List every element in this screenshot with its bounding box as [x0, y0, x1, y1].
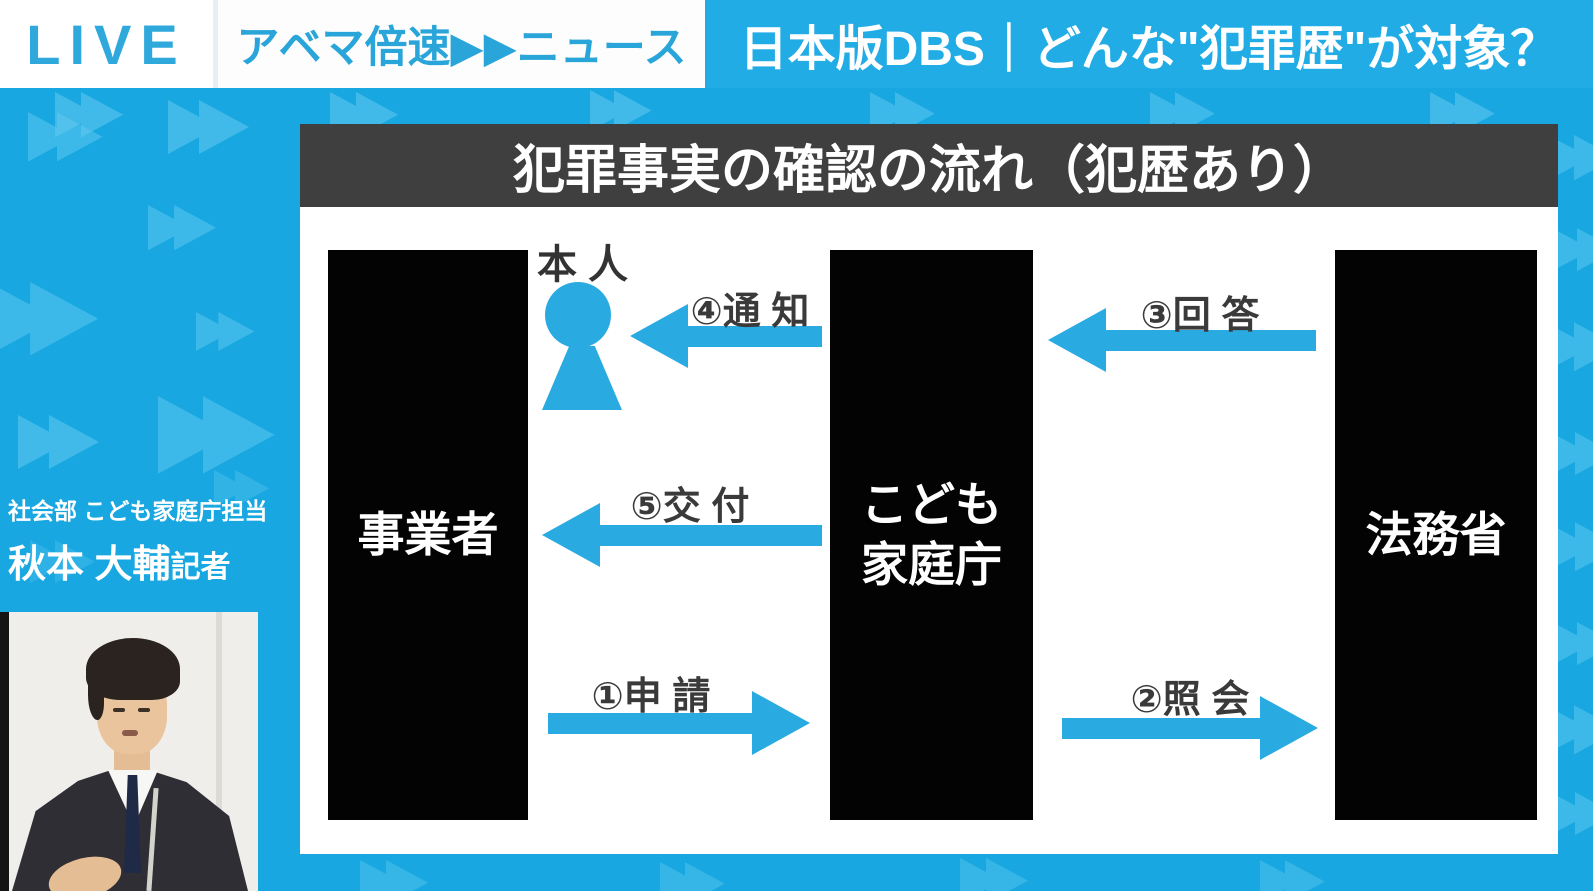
person-icon	[545, 282, 611, 348]
chevron-decoration	[1552, 622, 1593, 666]
chevron-decoration	[1552, 228, 1593, 272]
top-bar: LIVE アベマ倍速▶▶ニュース 日本版DBS｜どんな"犯罪歴"が対象？	[0, 0, 1593, 88]
reporter-tie	[124, 775, 141, 873]
reporter-photo	[0, 612, 258, 891]
chevron-decoration	[214, 470, 270, 507]
chevron-decoration	[660, 862, 725, 891]
headline-text: 日本版DBS｜どんな"犯罪歴"が対象？	[739, 23, 1559, 76]
reporter-caption: 社会部 こども家庭庁担当 秋本 大輔記者	[8, 492, 267, 588]
reporter-mouth	[122, 730, 138, 736]
live-badge: LIVE	[0, 0, 213, 88]
reporter-name: 秋本 大輔記者	[8, 544, 231, 586]
box-children-families-agency: こども 家庭庁	[830, 250, 1033, 820]
chevron-decoration	[158, 396, 275, 474]
chevron-decoration	[18, 415, 99, 469]
chevron-decoration	[30, 540, 95, 584]
arrow-notify-label: ④通 知	[690, 291, 810, 333]
arrow-issue-label: ⑤交 付	[630, 486, 750, 528]
chevron-decoration	[1260, 860, 1325, 891]
arrow-inquiry-label: ②照 会	[1130, 679, 1250, 721]
arrow-inquiry-icon	[1062, 696, 1318, 760]
reporter-department: 社会部 こども家庭庁担当	[8, 498, 268, 524]
program-logo: アベマ倍速▶▶ニュース	[213, 0, 705, 88]
chevron-decoration	[28, 112, 103, 162]
box-ministry-of-justice: 法務省	[1335, 250, 1537, 820]
chevron-decoration	[960, 858, 1029, 891]
flow-diagram-panel: 犯罪事実の確認の流れ（犯歴あり） 事業者 こども 家庭庁 法務省 本 人 ④通 …	[300, 124, 1558, 854]
headline-banner: 日本版DBS｜どんな"犯罪歴"が対象？	[705, 0, 1593, 88]
reporter-title-suffix: 記者	[170, 551, 231, 584]
chevron-decoration	[196, 312, 255, 351]
diagram-title-bar: 犯罪事実の確認の流れ（犯歴あり）	[300, 124, 1558, 207]
arrow-notify-icon	[630, 304, 822, 368]
person-icon-body	[542, 346, 622, 410]
program-title: アベマ倍速▶▶ニュース	[236, 24, 687, 72]
arrow-answer-label: ③回 答	[1140, 295, 1260, 337]
arrow-apply-icon	[548, 691, 810, 755]
chevron-decoration	[0, 282, 99, 356]
reporter-eye-right	[138, 708, 150, 712]
chevron-decoration	[148, 205, 217, 251]
photo-left-edge	[0, 612, 9, 891]
box-business-operator: 事業者	[328, 250, 528, 820]
person-label: 本 人	[536, 243, 629, 287]
arrow-apply-label: ①申 請	[591, 676, 711, 718]
chevron-decoration	[168, 100, 249, 154]
reporter-hair-side	[88, 678, 104, 720]
live-label: LIVE	[26, 12, 187, 76]
diagram-title: 犯罪事実の確認の流れ（犯歴あり）	[512, 142, 1345, 200]
arrow-issue-icon	[542, 503, 822, 567]
chevron-decoration	[360, 860, 429, 891]
reporter-eye-left	[113, 708, 125, 712]
arrow-answer-icon	[1048, 308, 1316, 372]
photo-background-line	[216, 612, 222, 891]
